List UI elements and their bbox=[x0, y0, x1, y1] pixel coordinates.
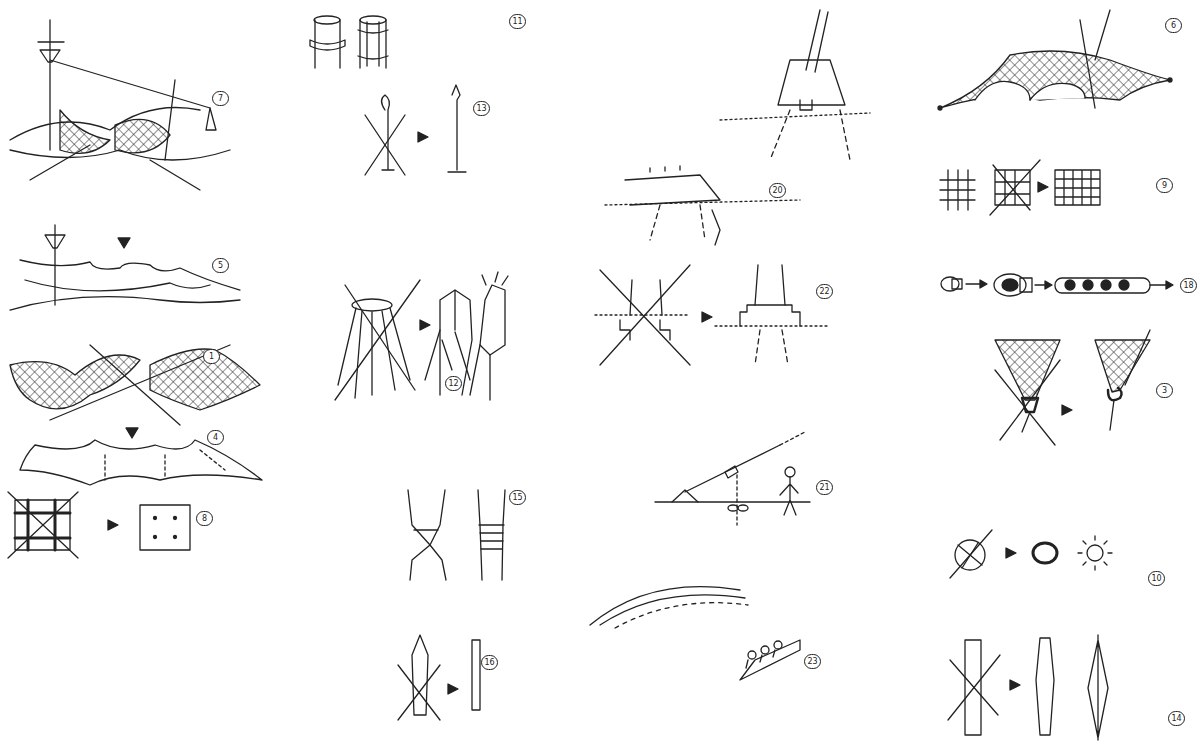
callout-number: 16 bbox=[481, 655, 498, 670]
callout-number: 5 bbox=[212, 258, 229, 273]
callout-number: 18 bbox=[1180, 278, 1197, 293]
callout-number: 4 bbox=[207, 430, 224, 445]
callout-number: 9 bbox=[1156, 178, 1173, 193]
callout-number: 11 bbox=[509, 14, 526, 29]
callout-number: 20 bbox=[769, 183, 786, 198]
callout-number: 12 bbox=[445, 376, 462, 391]
callout-number: 8 bbox=[196, 511, 213, 526]
callout-number: 3 bbox=[1156, 383, 1173, 398]
callout-number: 21 bbox=[816, 480, 833, 495]
callout-number: 10 bbox=[1148, 571, 1165, 586]
callout-number: 13 bbox=[473, 101, 490, 116]
callout-number: 7 bbox=[212, 91, 229, 106]
callout-number: 15 bbox=[509, 490, 526, 505]
callout-number: 6 bbox=[1165, 18, 1182, 33]
callout-number: 22 bbox=[816, 284, 833, 299]
callout-number: 1 bbox=[203, 349, 220, 364]
callout-number: 14 bbox=[1168, 711, 1185, 726]
callout-number: 23 bbox=[804, 654, 821, 669]
